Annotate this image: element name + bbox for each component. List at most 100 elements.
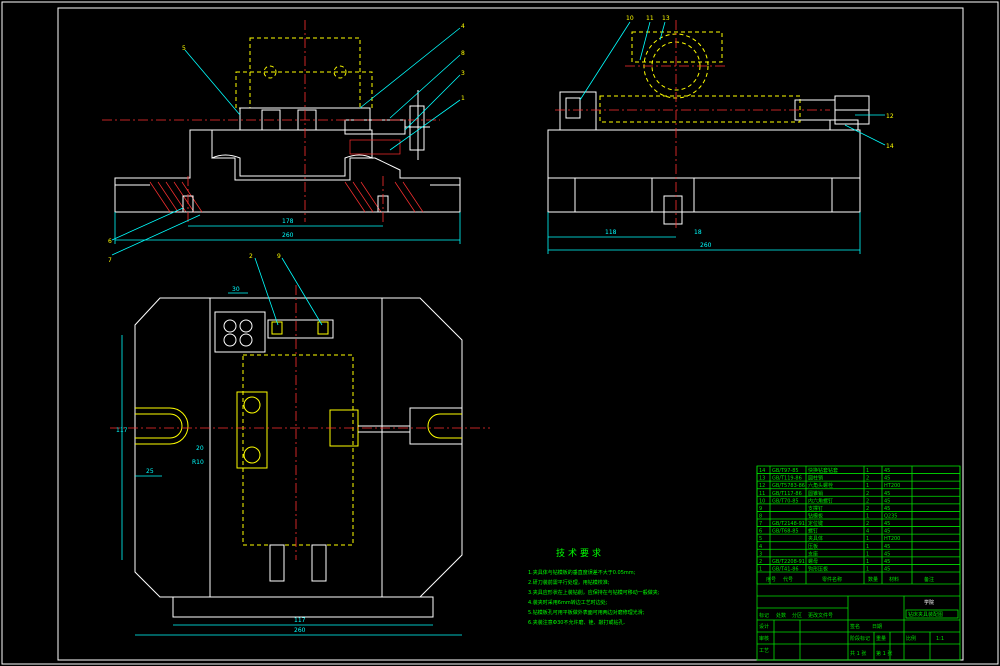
parts-cell-qty: 1	[866, 468, 869, 474]
label-stage: 阶段标记	[850, 635, 870, 642]
plan-view: 117 260 25 R10 20 30 117 2 9	[110, 253, 490, 636]
dim-plan-20: 20	[196, 445, 204, 452]
parts-cell-mat: 45	[884, 567, 890, 573]
label-signature: 签名	[850, 623, 860, 630]
parts-cell-no: 7	[759, 521, 762, 527]
parts-cell-name: 螺母	[808, 558, 818, 565]
parts-cell-mat: 45	[884, 491, 890, 497]
school-name: 学院	[924, 599, 934, 606]
parts-cell-qty: 2	[866, 521, 869, 527]
scale-value: 1:1	[936, 636, 944, 642]
parts-cell-mat: HT200	[884, 536, 900, 542]
parts-cell-no: 1	[759, 567, 762, 573]
parts-cell-qty: 4	[866, 529, 869, 535]
parts-cell-no: 11	[759, 491, 765, 497]
balloon-13: 13	[662, 15, 670, 22]
balloon-6: 6	[108, 238, 112, 245]
parts-cell-name: 钩形压板	[808, 566, 828, 573]
parts-cell-name: 快换钻套钻套	[808, 467, 838, 474]
parts-cell-no: 9	[759, 506, 762, 512]
label-mark: 标记	[759, 612, 769, 619]
label-process: 工艺	[759, 648, 769, 654]
base-hatch-left	[149, 181, 203, 213]
tech-req-line-2: 2.研刀装前需平行处理，用钻模校准;	[528, 579, 610, 586]
parts-cell-qty: 1	[866, 559, 869, 565]
parts-cell-qty: 1	[866, 483, 869, 489]
balloon-5: 5	[182, 45, 186, 52]
parts-cell-name: 支撑钉	[808, 505, 823, 512]
parts-cell-name: 圆锥销	[808, 490, 823, 497]
dim-plan-117: 117	[294, 617, 306, 624]
parts-cell-no: 10	[759, 498, 765, 504]
parts-cell-qty: 1	[866, 551, 869, 557]
parts-cell-mat: 45	[884, 506, 890, 512]
dim-side-118: 118	[605, 229, 617, 236]
sheet-value: 第 1 张	[876, 650, 892, 657]
parts-cell-qty: 2	[866, 476, 869, 482]
balloon-12: 12	[886, 113, 894, 120]
tech-req-line-6: 6.夹装注意Ф30不允许磨、锉、敲打或钻孔.	[528, 619, 625, 626]
base-hatch-right	[344, 181, 424, 213]
parts-cell-code: GB/T70-85	[772, 498, 799, 504]
balloon-3: 3	[461, 70, 465, 77]
parts-cell-code: GB/T97-85	[772, 468, 799, 474]
parts-cell-code: GB/T68-85	[772, 529, 799, 535]
parts-cell-name: 内六角螺钉	[808, 497, 833, 504]
side-view: 118 18 260 10 11 13 12 14	[547, 15, 894, 254]
dim-side-18: 18	[694, 229, 702, 236]
label-total-sheets: 共 1 张	[850, 650, 866, 657]
tech-req-title: 技术要求	[556, 547, 604, 559]
balloon-9: 9	[277, 253, 281, 260]
parts-cell-code: GB/T41-86	[772, 567, 799, 573]
label-weight: 重量	[876, 635, 886, 642]
parts-cell-name: 夹具体	[808, 535, 823, 542]
parts-cell-no: 13	[759, 476, 765, 482]
label-scale: 比例	[906, 635, 916, 642]
parts-cell-qty: 1	[866, 567, 869, 573]
label-design: 设计	[759, 623, 769, 630]
label-zone: 分区	[792, 612, 802, 619]
parts-cell-mat: 45	[884, 551, 890, 557]
parts-cell-mat: 45	[884, 559, 890, 565]
parts-cell-qty: 1	[866, 536, 869, 542]
balloon-8: 8	[461, 50, 465, 57]
parts-cell-mat: 45	[884, 476, 890, 482]
label-review: 审核	[759, 635, 769, 642]
dim-plan-total: 260	[294, 627, 306, 634]
parts-cell-code: GB/T5783-86	[772, 483, 805, 489]
header-mat: 材料	[889, 576, 899, 583]
parts-cell-no: 8	[759, 514, 762, 520]
parts-cell-qty: 2	[866, 506, 869, 512]
parts-cell-name: 六角头螺栓	[808, 482, 833, 489]
header-no: 序号	[766, 576, 776, 583]
parts-cell-qty: 2	[866, 498, 869, 504]
parts-cell-name: 定位键	[808, 520, 823, 527]
parts-cell-code: GB/T2208-91	[772, 559, 805, 565]
tech-req-line-5: 5.钻模板孔可用平板做外表面可用两边对磨修理光滑;	[528, 609, 645, 616]
balloon-1: 1	[461, 95, 465, 102]
parts-cell-no: 3	[759, 551, 762, 557]
parts-cell-mat: 45	[884, 544, 890, 550]
parts-cell-code: GB/T117-86	[772, 491, 802, 497]
parts-cell-mat: 45	[884, 521, 890, 527]
parts-cell-no: 4	[759, 544, 762, 550]
tech-req-line-4: 4.装夹时采用6mm转边工艺时边处;	[528, 599, 608, 606]
dim-plan-r10: R10	[192, 459, 204, 466]
parts-cell-mat: 45	[884, 498, 890, 504]
parts-cell-mat: Q235	[884, 514, 897, 520]
parts-cell-mat: HT200	[884, 483, 900, 489]
parts-cell-code: GB/T2148-91	[772, 521, 805, 527]
balloon-2: 2	[249, 253, 253, 260]
label-count: 处数	[776, 612, 786, 619]
parts-cell-no: 6	[759, 529, 762, 535]
header-qty: 数量	[868, 576, 878, 583]
parts-cell-mat: 45	[884, 468, 890, 474]
tech-req-line-3: 3.夹具应形状在上装钻削，应保持在与钻模可移动一般做夹;	[528, 589, 660, 596]
drawing-name: 钻床夹具装配图	[908, 611, 943, 618]
parts-list-grid	[756, 466, 961, 584]
parts-cell-name: 圆柱销	[808, 475, 823, 482]
parts-cell-mat: 45	[884, 529, 890, 535]
